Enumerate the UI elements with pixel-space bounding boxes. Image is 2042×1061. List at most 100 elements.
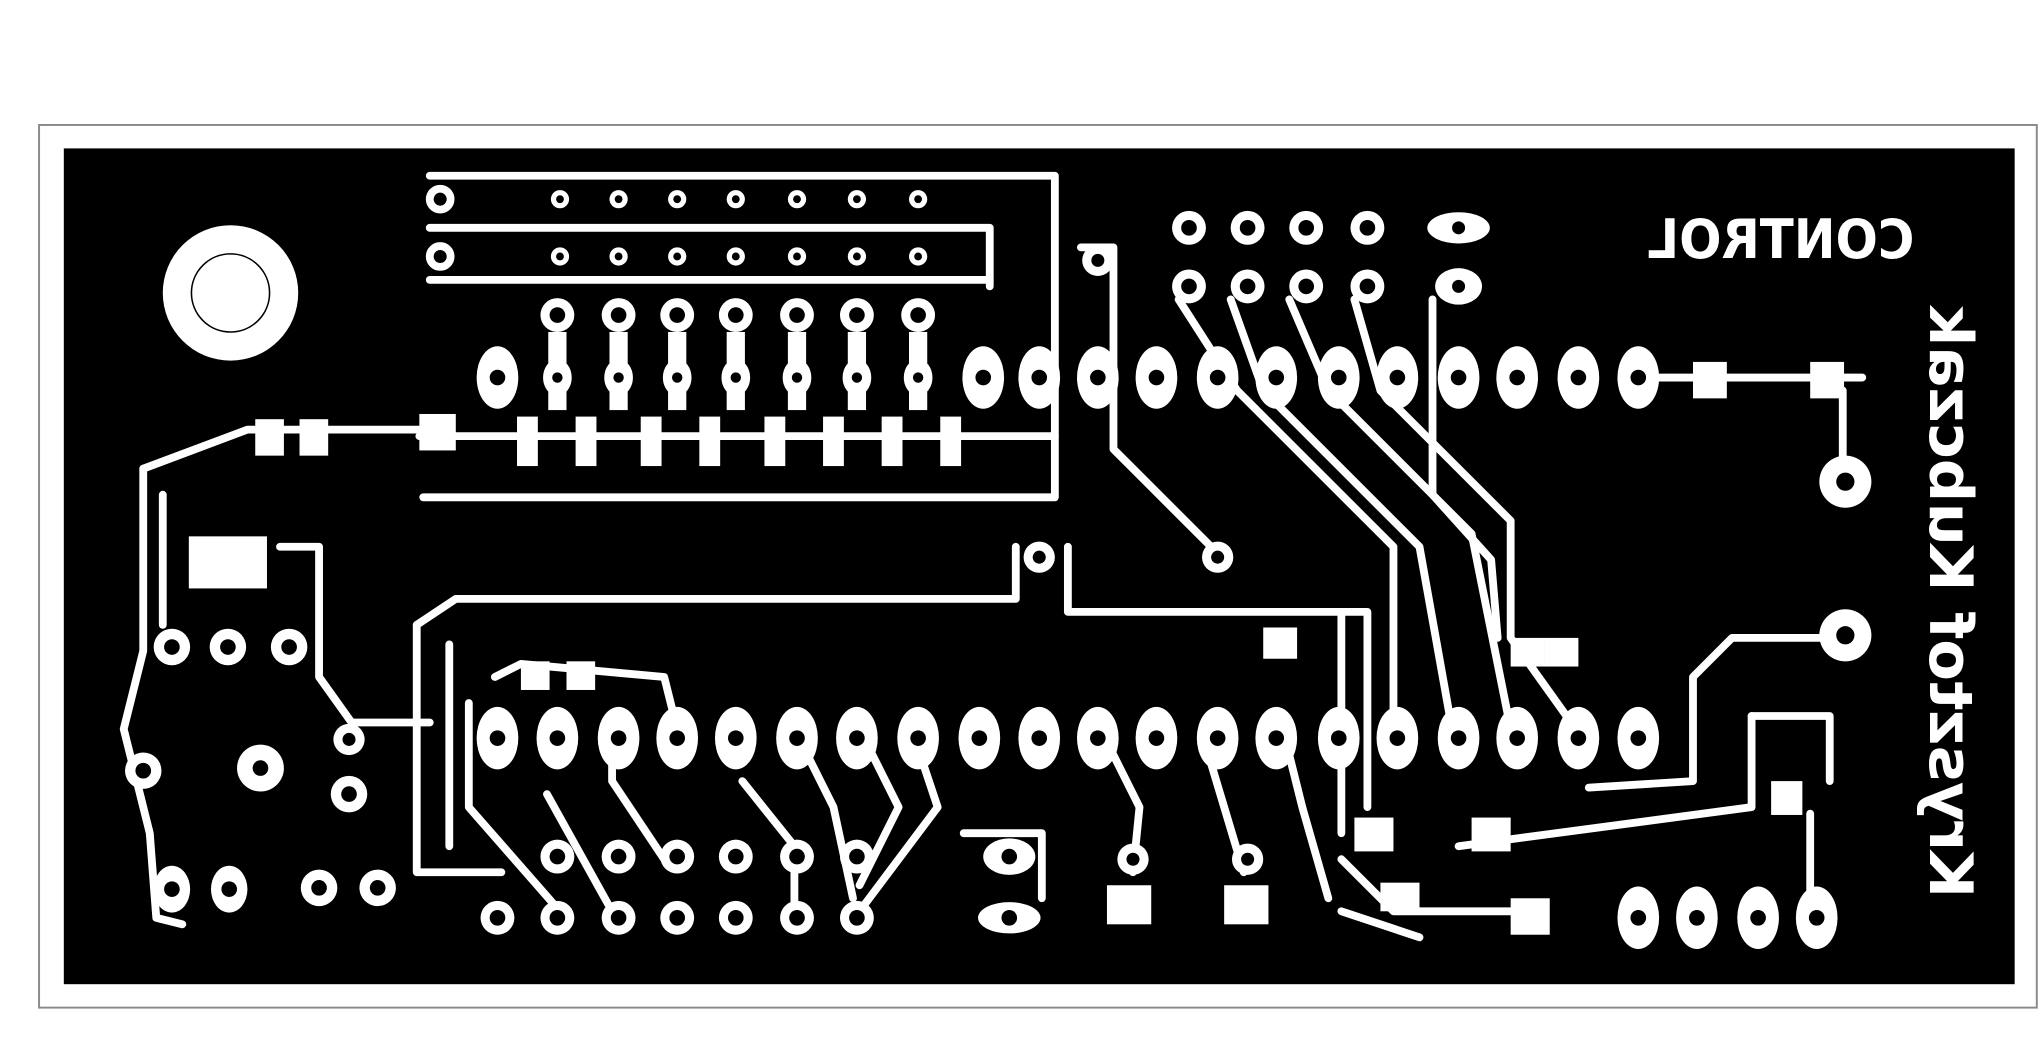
connector-pin [726, 190, 745, 209]
connector-pin [847, 190, 867, 209]
dip-pad [1255, 706, 1298, 770]
dip-pad [1617, 706, 1660, 770]
ic-pad [1230, 210, 1265, 245]
pad [359, 869, 396, 907]
ic-pad [780, 298, 814, 332]
dip-pad [1076, 346, 1119, 409]
ic-pad [1289, 210, 1324, 245]
ic-pad [842, 359, 872, 396]
pad [210, 865, 248, 913]
pad [480, 900, 515, 935]
via [333, 723, 365, 756]
transistor-pad [270, 628, 308, 666]
ic-pad [604, 359, 633, 396]
ic-leg [575, 416, 597, 467]
ic-pad [601, 298, 636, 332]
ic-pad [718, 298, 753, 332]
pad [540, 900, 575, 935]
ic-leg [881, 416, 903, 467]
ic-pad [901, 298, 936, 332]
dip-pad [1196, 346, 1239, 409]
ic-pad [1350, 210, 1385, 245]
dip-pad [536, 706, 579, 770]
pad [780, 839, 814, 874]
terminal-pad [1617, 886, 1660, 950]
pad [983, 838, 1036, 875]
transistor-pad [209, 628, 247, 666]
via [1082, 244, 1114, 276]
ic-pad [903, 359, 933, 396]
pad [125, 752, 162, 789]
pad [601, 900, 636, 935]
connector-pin [550, 247, 570, 266]
pad [978, 902, 1041, 934]
ic-leg [940, 416, 962, 467]
dip-pad [958, 706, 1001, 770]
dip-pad [962, 346, 1005, 409]
dip-pad [1317, 346, 1360, 409]
pad [601, 839, 636, 874]
ic-pad [662, 359, 692, 396]
dip-pad [1437, 706, 1480, 770]
dip-pad [476, 346, 519, 409]
via [1202, 541, 1234, 573]
pad [660, 839, 695, 874]
connector-pin [787, 190, 807, 209]
dip-pad [1255, 346, 1298, 409]
pad [1231, 843, 1264, 875]
ic-pad [782, 359, 812, 396]
pad [660, 900, 695, 935]
dip-pad [1076, 706, 1119, 770]
dip-pad [776, 706, 818, 770]
dip-pad [597, 706, 640, 770]
capacitor-pad [1427, 212, 1490, 244]
pad [153, 865, 191, 913]
board-outline [38, 124, 2038, 1009]
dip-pad [1196, 706, 1239, 770]
ic-pad [1172, 210, 1206, 245]
connector-pin [847, 247, 867, 266]
dip-pad [1018, 346, 1061, 409]
silkscreen: CONTROL Krysztof Kubczak [1647, 207, 1985, 898]
pad [718, 839, 753, 874]
ic-pad [1230, 269, 1265, 304]
dip-pad [476, 706, 519, 770]
dip-pad [714, 706, 757, 770]
connector-pin [668, 190, 687, 209]
ic-leg [640, 416, 662, 467]
dip-pad [1437, 346, 1480, 409]
ic-pad [543, 359, 572, 396]
dip-pad [1376, 346, 1419, 409]
terminal-pad [1737, 886, 1779, 950]
connector-pin [726, 247, 745, 266]
connector-pin [909, 190, 928, 209]
ic-leg [517, 416, 538, 467]
connector-pin [609, 190, 628, 209]
ic-leg [764, 416, 786, 467]
ic-pad [1289, 269, 1324, 304]
ic-pad [540, 298, 575, 332]
dip-pad [1617, 346, 1660, 409]
connector-pin [787, 247, 807, 266]
terminal-pad [1819, 455, 1872, 508]
ic-pad [721, 359, 751, 396]
dip-pad [836, 706, 878, 770]
pad [839, 839, 874, 874]
connector-pin [609, 247, 628, 266]
connector-pin [550, 190, 570, 209]
mounting-hole [162, 225, 299, 361]
terminal-pad [1795, 886, 1838, 950]
ic-pad [1172, 269, 1206, 304]
dip-pad [656, 706, 699, 770]
ic-pad [839, 298, 874, 332]
smd-pad [188, 536, 267, 589]
terminal-pad [1676, 886, 1718, 950]
connector-pin [909, 247, 928, 266]
pad [1117, 843, 1149, 875]
smd-pads [255, 361, 1845, 935]
dip-pad [1376, 706, 1419, 770]
pad [718, 900, 753, 935]
transistor-pad [153, 628, 191, 666]
dip-pad [1135, 346, 1178, 409]
